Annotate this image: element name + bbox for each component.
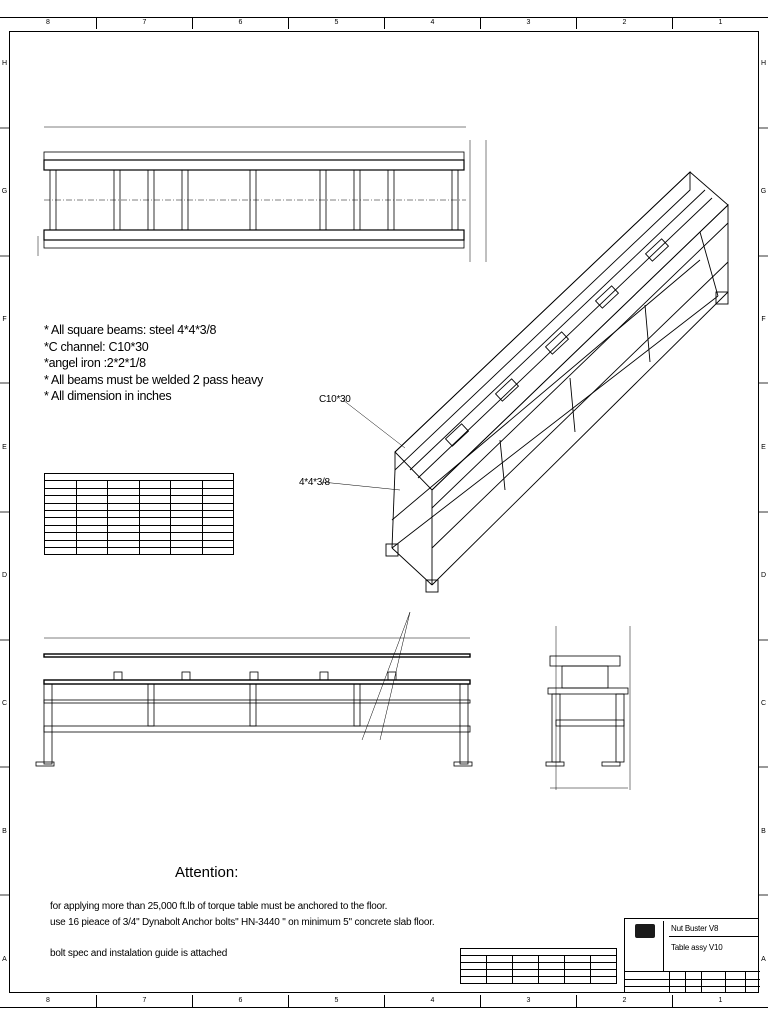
attention-heading: Attention: [175, 864, 239, 881]
anchoring-line: use 16 pieace of 3/4" Dynabolt Anchor bo… [50, 917, 435, 928]
zone-row-label: B [2, 828, 7, 835]
drawing-frame [9, 31, 759, 993]
note-line: *C channel: C10*30 [44, 339, 149, 354]
isometric-view [321, 170, 729, 593]
revision-header-row [460, 948, 617, 956]
zone-col-label: 2 [576, 17, 672, 29]
material-notes: * All square beams: steel 4*4*3/8 *C cha… [44, 322, 263, 405]
revision-table [460, 948, 617, 984]
anchoring-instructions: for applying more than 25,000 ft.lb of t… [50, 899, 435, 931]
zone-row-label: E [761, 444, 766, 451]
bill-of-materials-table [44, 472, 234, 556]
zone-col-label: 2 [576, 995, 672, 1007]
zone-col-label: 5 [288, 995, 384, 1007]
zone-row-label: G [760, 188, 767, 195]
zone-columns-bottom: 8 7 6 5 4 3 2 1 [0, 995, 768, 1007]
zone-col-label: 8 [46, 19, 50, 26]
zone-row-label: G [1, 188, 8, 195]
zone-col-label: 6 [192, 995, 288, 1007]
front-view [35, 611, 473, 767]
project-name: Nut Buster V8 [671, 924, 719, 933]
zone-row-label: H [1, 60, 8, 67]
zone-row-label: B [761, 828, 766, 835]
zone-col-label: 4 [384, 995, 480, 1007]
anchoring-line: for applying more than 25,000 ft.lb of t… [50, 901, 388, 912]
zone-columns-top: 8 7 6 5 4 3 2 1 [0, 17, 768, 29]
row-tick-marks [0, 127, 768, 896]
zone-row-label: A [761, 956, 766, 963]
zone-col-label: 3 [480, 995, 576, 1007]
zone-col-label: 4 [384, 17, 480, 29]
zone-col-label: 6 [192, 17, 288, 29]
bom-header-row [44, 472, 234, 482]
zone-col-label: 8 [46, 997, 50, 1004]
guide-note: bolt spec and instalation guide is attac… [50, 948, 228, 959]
zone-col-label: 1 [672, 17, 768, 29]
c-channel-callout: C10*30 [319, 394, 351, 405]
zone-col-label: 3 [480, 17, 576, 29]
zone-col-label: 1 [672, 995, 768, 1007]
drawing-title: Table assy V10 [671, 943, 723, 952]
zone-row-label: H [760, 60, 767, 67]
zone-row-label: F [761, 316, 766, 323]
zone-col-label: 7 [96, 17, 192, 29]
zone-row-label: A [2, 956, 7, 963]
zone-col-label: 5 [288, 17, 384, 29]
zone-row-label: E [2, 444, 7, 451]
zone-row-label: C [760, 700, 767, 707]
zone-row-label: F [2, 316, 7, 323]
note-line: * All beams must be welded 2 pass heavy [44, 372, 263, 387]
note-line: * All dimension in inches [44, 389, 172, 403]
zone-row-label: C [1, 700, 8, 707]
note-line: *angel iron :2*2*1/8 [44, 356, 146, 370]
zone-strip-bottom [0, 995, 768, 1008]
zone-row-label: D [760, 572, 767, 579]
zone-row-label: D [1, 572, 8, 579]
title-block: Nut Buster V8 Table assy V10 [624, 918, 760, 993]
top-view [37, 126, 487, 262]
end-view [545, 626, 631, 790]
note-line: * All square beams: steel 4*4*3/8 [44, 323, 217, 337]
logo-mark-icon [635, 924, 655, 938]
square-beam-callout: 4*4*3/8 [299, 477, 330, 488]
zone-col-label: 7 [96, 995, 192, 1007]
company-logo [627, 921, 664, 971]
